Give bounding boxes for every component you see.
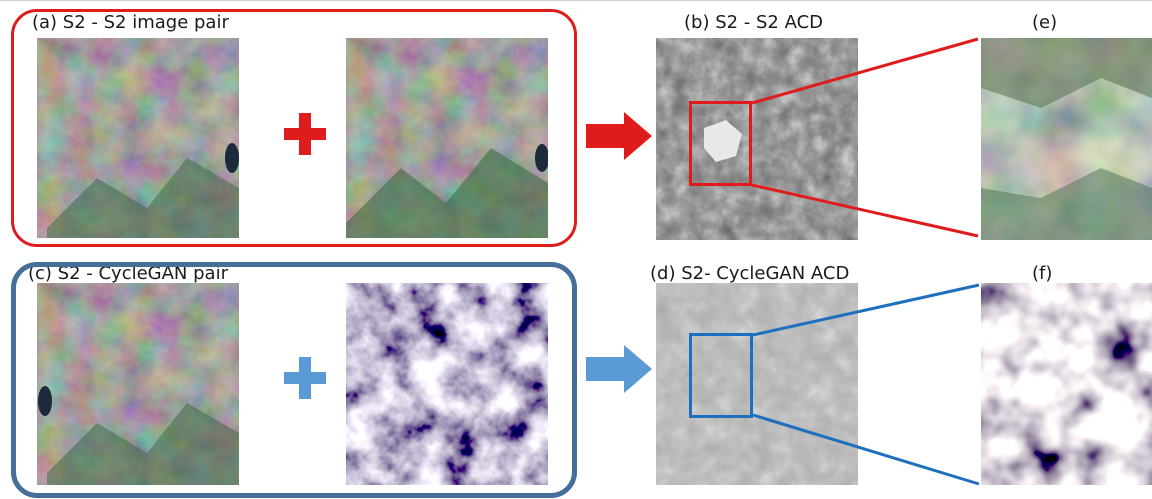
panel-e-title: (e) xyxy=(1032,12,1058,33)
panel-d-title: (d) S2- CycleGAN ACD xyxy=(650,263,850,284)
s2-image-3 xyxy=(37,283,239,485)
arrow-icon-blue xyxy=(586,345,652,393)
panel-f-title: (f) xyxy=(1032,263,1053,284)
zoom-image-e xyxy=(981,38,1152,240)
s2-pair-frame xyxy=(11,9,577,247)
zoom-lines-blue xyxy=(752,283,980,486)
roi-box-red xyxy=(689,101,752,186)
s2-image-1 xyxy=(37,38,239,238)
panel-c-title: (c) S2 - CycleGAN pair xyxy=(28,263,228,284)
roi-box-blue xyxy=(689,333,753,418)
panel-b-title: (b) S2 - S2 ACD xyxy=(684,12,824,33)
panel-a-title: (a) S2 - S2 image pair xyxy=(32,12,229,33)
cyclegan-image xyxy=(346,283,548,485)
plus-icon-blue xyxy=(284,357,326,399)
top-border-line xyxy=(0,0,1152,1)
arrow-icon-red xyxy=(586,112,652,160)
s2-image-2 xyxy=(346,38,548,238)
zoom-lines-red xyxy=(751,37,979,238)
plus-icon-red xyxy=(284,113,326,155)
cyclegan-pair-frame xyxy=(11,262,577,498)
zoom-image-f xyxy=(981,283,1152,485)
